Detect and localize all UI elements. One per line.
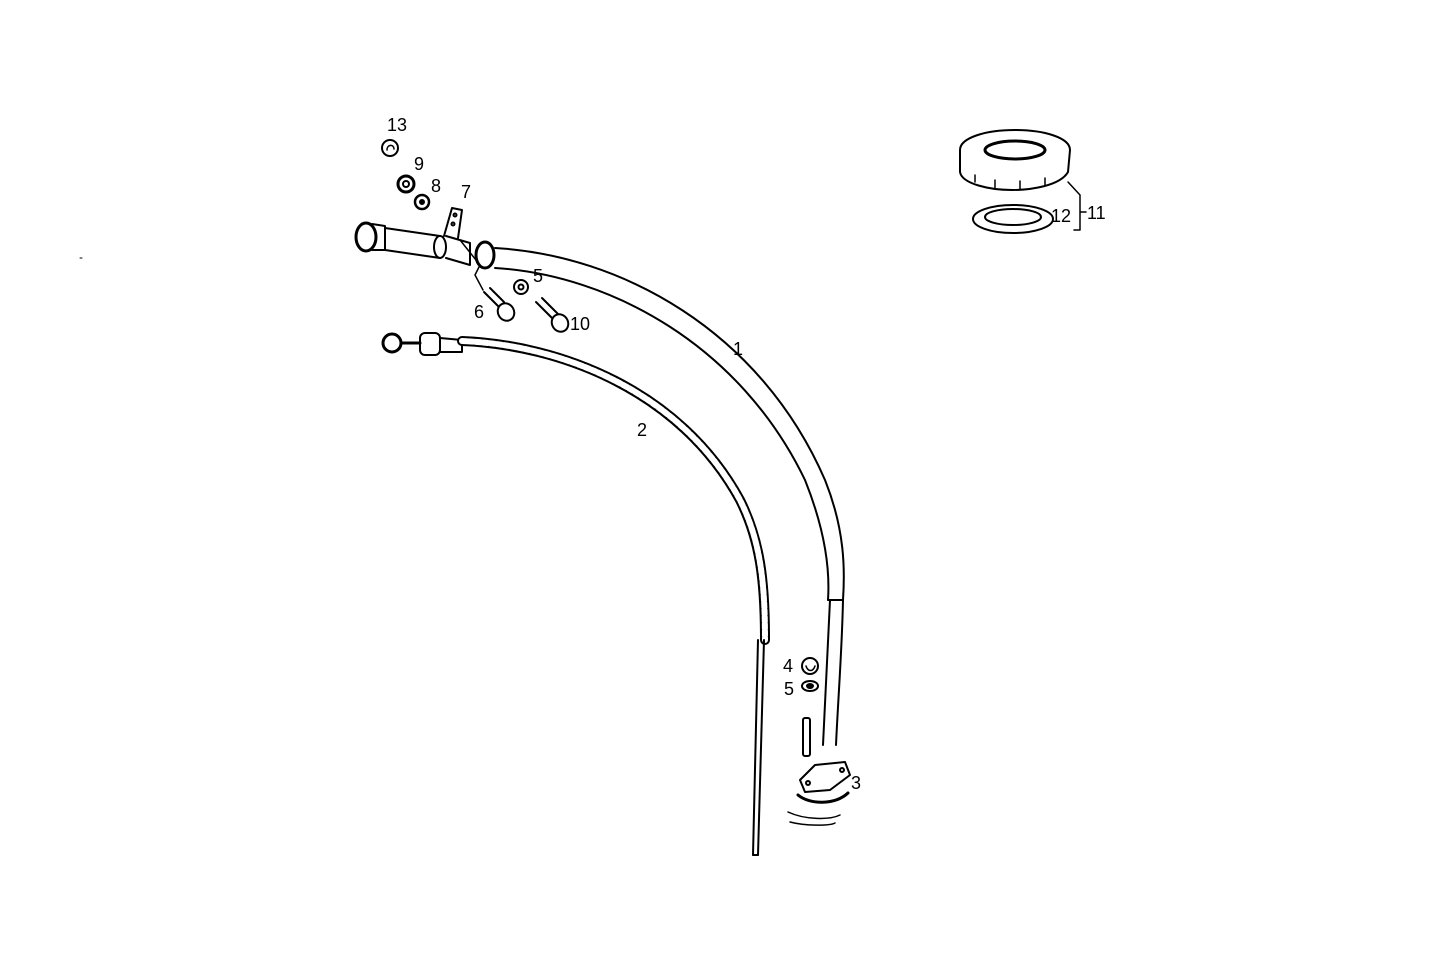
callout-5-upper: 5 <box>533 266 544 286</box>
nut-part-13 <box>382 140 398 156</box>
nut-part-9 <box>398 176 414 192</box>
callout-8: 8 <box>431 176 442 196</box>
callout-12: 12 <box>1051 206 1072 226</box>
washer-part-8 <box>415 195 429 209</box>
callout-13: 13 <box>387 115 408 135</box>
callout-3: 3 <box>851 773 862 793</box>
flange-part-3 <box>788 658 850 825</box>
nut-part-4 <box>802 658 818 674</box>
stud <box>803 718 810 756</box>
small-fasteners <box>382 140 571 335</box>
callout-9: 9 <box>414 154 425 174</box>
callout-1: 1 <box>733 339 744 359</box>
callout-5-lower: 5 <box>784 679 795 699</box>
callout-11: 11 <box>1087 203 1106 223</box>
dipstick-part-2 <box>383 333 765 855</box>
seal-part-12 <box>973 205 1053 233</box>
callout-10: 10 <box>570 314 591 334</box>
cap-part-11 <box>960 130 1086 233</box>
filler-tube-handle <box>356 208 494 290</box>
guide-tube-part-1 <box>495 248 844 745</box>
callout-4: 4 <box>783 656 794 676</box>
bracket-part-7 <box>444 208 462 238</box>
washer-part-5 <box>514 280 528 294</box>
washer-part-5b <box>802 681 818 691</box>
callout-7: 7 <box>461 182 472 202</box>
callout-2: 2 <box>637 420 648 440</box>
callout-6: 6 <box>474 302 485 322</box>
